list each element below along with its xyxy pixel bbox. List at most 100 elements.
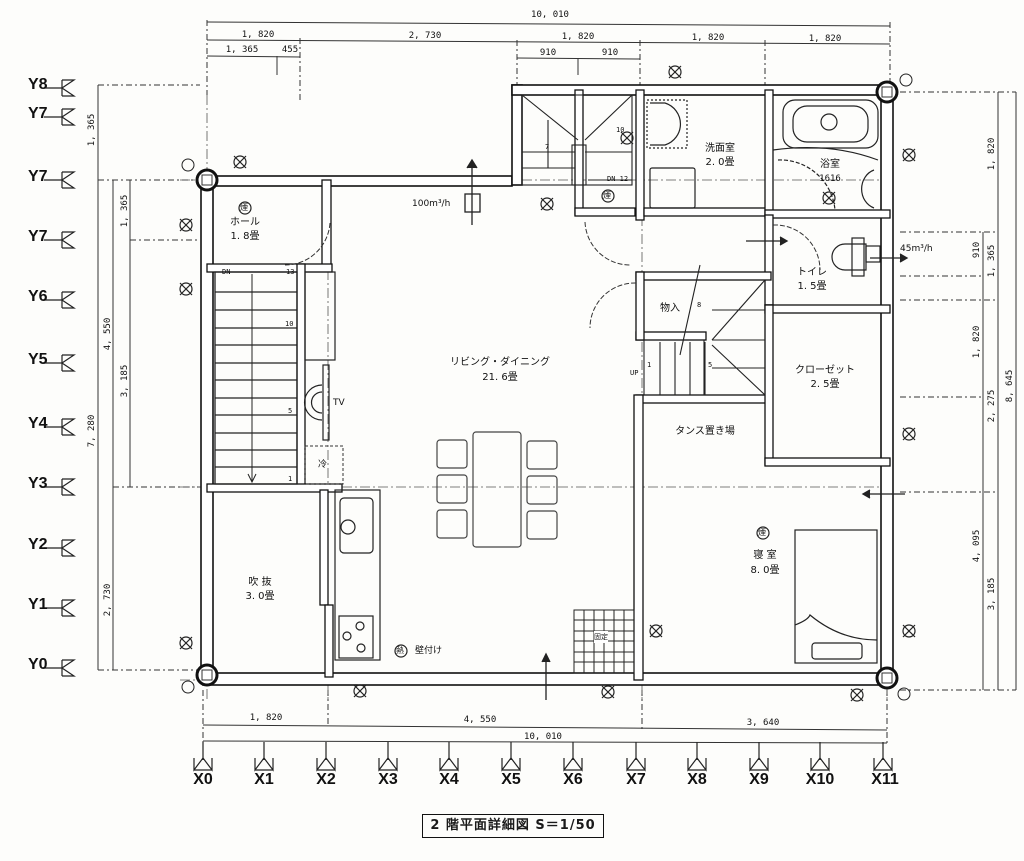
stair3-5-label: 5 bbox=[708, 361, 713, 369]
dim-left-1365-inner: 1, 365 bbox=[120, 194, 130, 228]
dim-top-total: 10, 010 bbox=[531, 10, 569, 20]
stair-5-label: 5 bbox=[288, 407, 293, 415]
room-closet-name: クローゼット bbox=[795, 365, 855, 376]
room-bedroom-name: 寝 室 bbox=[753, 550, 777, 561]
dim-top-1: 1, 820 bbox=[241, 30, 275, 40]
wall-mount-label: 壁付け bbox=[415, 646, 443, 656]
bed bbox=[794, 529, 878, 664]
room-void-size: 3. 0畳 bbox=[245, 591, 275, 602]
dim-right-8645: 8, 645 bbox=[1005, 369, 1015, 403]
stair-1-label: 1 bbox=[288, 475, 293, 483]
dim-right-1365: 1, 365 bbox=[987, 244, 997, 278]
tv-label: TV bbox=[333, 398, 345, 408]
upper-stair bbox=[521, 94, 633, 186]
dim-right-2275: 2, 275 bbox=[987, 389, 997, 423]
grid-label-y5: Y5 bbox=[28, 351, 48, 368]
stair-13-label: 13 bbox=[286, 268, 295, 276]
room-hall-name: ホール bbox=[230, 217, 260, 228]
dim-bottom-4550: 4, 550 bbox=[463, 715, 497, 725]
stair2-7-label: 7 bbox=[545, 143, 550, 151]
room-washroom-size: 2. 0畳 bbox=[705, 157, 735, 168]
room-living-size: 21. 6畳 bbox=[482, 372, 518, 383]
grid-label-x2: X2 bbox=[316, 771, 336, 788]
vent-toilet-label: 45m³/h bbox=[900, 244, 933, 254]
dim-left-7280: 7, 280 bbox=[87, 414, 97, 448]
smoke-detector-stair: 煙 bbox=[603, 191, 611, 200]
dim-right-1820-inner: 1, 820 bbox=[972, 325, 982, 359]
grid-label-x4: X4 bbox=[439, 771, 459, 788]
dim-right-4095: 4, 095 bbox=[972, 529, 982, 563]
dining-set bbox=[436, 431, 558, 548]
grid-label-y7a: Y7 bbox=[28, 105, 48, 122]
dim-left-3185: 3, 185 bbox=[120, 364, 130, 398]
room-hall-size: 1. 8畳 bbox=[230, 231, 260, 242]
grid-label-y4: Y4 bbox=[28, 415, 48, 432]
dim-top-2: 2, 730 bbox=[408, 31, 442, 41]
grid-label-x3: X3 bbox=[378, 771, 398, 788]
door-swings bbox=[284, 221, 821, 329]
heat-detector-kitchen: 熱 bbox=[396, 646, 404, 655]
grid-label-x1: X1 bbox=[254, 771, 274, 788]
dim-right-910: 910 bbox=[972, 241, 982, 259]
bottom-dimensions bbox=[202, 690, 888, 745]
room-bedroom-size: 8. 0畳 bbox=[750, 565, 780, 576]
dim-bottom-3640: 3, 640 bbox=[746, 718, 780, 728]
column bbox=[875, 666, 899, 690]
grid-label-x5: X5 bbox=[501, 771, 521, 788]
grid-label-y7b: Y7 bbox=[28, 168, 48, 185]
grid-x-markers bbox=[193, 741, 893, 771]
middle-stair bbox=[643, 264, 766, 396]
stair2-10-label: 10 bbox=[616, 126, 625, 134]
grid-label-y7c: Y7 bbox=[28, 228, 48, 245]
room-bath-name: 浴室 bbox=[820, 159, 840, 170]
grid-y-markers bbox=[43, 79, 75, 677]
dim-right-1820: 1, 820 bbox=[987, 137, 997, 171]
dim-top-5: 1, 820 bbox=[808, 34, 842, 44]
washroom-fixtures bbox=[646, 99, 696, 209]
top-dimensions bbox=[206, 20, 891, 100]
room-toilet-size: 1. 5畳 bbox=[797, 281, 827, 292]
stair-dn-label: DN bbox=[222, 268, 231, 276]
stair-up-label: UP bbox=[630, 369, 639, 377]
dim-bottom-1820: 1, 820 bbox=[249, 713, 283, 723]
grid-label-x0: X0 bbox=[193, 771, 213, 788]
stair2-dn12-label: DN 12 bbox=[607, 175, 629, 183]
dim-top-455: 455 bbox=[281, 45, 299, 55]
room-closet-size: 2. 5畳 bbox=[810, 379, 840, 390]
dim-top-910a: 910 bbox=[539, 48, 557, 58]
vent-living-label: 100m³/h bbox=[412, 199, 451, 209]
drawing-title: 2 階平面詳細図 S＝1/50 bbox=[422, 814, 604, 838]
room-living-name: リビング・ダイニング bbox=[450, 357, 550, 368]
interior-walls bbox=[206, 89, 891, 681]
grid-label-x6: X6 bbox=[563, 771, 583, 788]
grid-label-y2: Y2 bbox=[28, 536, 48, 553]
dim-bottom-total: 10, 010 bbox=[524, 732, 562, 742]
dim-top-4: 1, 820 bbox=[691, 33, 725, 43]
fixed-label: 固定 bbox=[594, 631, 608, 643]
column bbox=[875, 80, 899, 104]
grid-label-x11: X11 bbox=[871, 771, 899, 788]
tv-symbol bbox=[303, 364, 330, 441]
column bbox=[195, 663, 219, 687]
dim-right-3185: 3, 185 bbox=[987, 577, 997, 611]
dim-left-1365-top: 1, 365 bbox=[87, 113, 97, 147]
grid-label-y8: Y8 bbox=[28, 76, 48, 93]
dim-top-3: 1, 820 bbox=[561, 32, 595, 42]
stair3-8-label: 8 bbox=[697, 301, 702, 309]
room-bath-size: 1616 bbox=[819, 174, 841, 184]
bathtub bbox=[772, 99, 879, 211]
ventilation bbox=[464, 158, 909, 700]
smoke-detector-hall: 煙 bbox=[240, 203, 248, 212]
grid-label-x9: X9 bbox=[749, 771, 769, 788]
room-tansu-name: タンス置き場 bbox=[675, 426, 735, 437]
grid-label-y3: Y3 bbox=[28, 475, 48, 492]
grid-label-x8: X8 bbox=[687, 771, 707, 788]
room-washroom-name: 洗面室 bbox=[705, 143, 735, 154]
main-stair bbox=[214, 271, 298, 485]
grid-label-x10: X10 bbox=[805, 771, 835, 788]
room-void-name: 吹 抜 bbox=[248, 577, 272, 588]
toilet-fixture bbox=[831, 237, 881, 277]
grid-label-y6: Y6 bbox=[28, 288, 48, 305]
dim-left-2730: 2, 730 bbox=[103, 583, 113, 617]
